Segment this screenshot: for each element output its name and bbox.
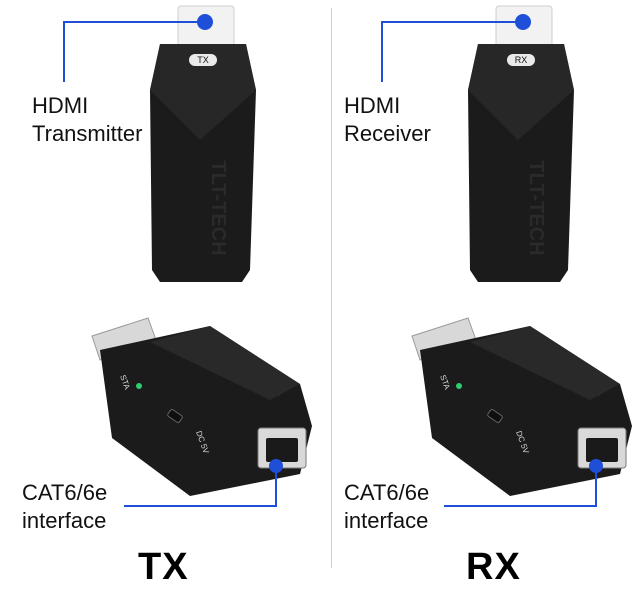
tx-callout-top-line2: Transmitter [32, 121, 143, 146]
rx-callout-bottom-line1: CAT6/6e [344, 480, 430, 505]
rx-unit-label: RX [466, 546, 521, 588]
rx-callout-top: HDMI Receiver [344, 92, 431, 148]
tx-callout-bottom-line2: interface [22, 508, 107, 533]
rx-callout-bottom-line2: interface [344, 508, 429, 533]
rx-callout-line-top [381, 21, 523, 82]
tx-callout-top: HDMI Transmitter [32, 92, 142, 148]
tx-callout-top-line1: HDMI [32, 93, 89, 118]
rx-callout-dot-bottom [589, 459, 603, 473]
rx-callout-top-line2: Receiver [344, 121, 431, 146]
tx-illustration: TX TLT-TECH TLTTECH STA DC 5V [63, 5, 312, 507]
tx-callout-dot-top [197, 14, 213, 30]
tx-micro-usb-port [167, 409, 183, 423]
rx-badge-bg [507, 54, 535, 66]
tx-callout-bottom: CAT6/6e interface [22, 479, 107, 535]
tx-unit-label: TX [138, 546, 189, 588]
tx-status-led [136, 383, 142, 389]
rx-illustration: RX TLT-TECH TLTTECH STA DC 5V [381, 5, 632, 507]
tx-badge-bg [189, 54, 217, 66]
tx-callout-dot-bottom [269, 459, 283, 473]
tx-callout-bottom-line1: CAT6/6e [22, 480, 108, 505]
tx-callout-line-top [63, 21, 205, 82]
rx-panel: RX TLT-TECH TLTTECH STA DC 5V HDMI Recei… [320, 0, 640, 592]
panel-divider [331, 8, 332, 568]
tx-brand-top: TLT-TECH [207, 160, 229, 255]
tx-badge-text: TX [197, 55, 209, 65]
tx-callout-line-bottom [124, 466, 277, 507]
rx-callout-line-bottom [444, 466, 597, 507]
rx-callout-bottom: CAT6/6e interface [344, 479, 429, 535]
rx-callout-top-line1: HDMI [344, 93, 401, 118]
rx-micro-usb-port [487, 409, 503, 423]
tx-panel: TX TLT-TECH TLTTECH STA DC 5V HDMI Trans… [22, 5, 312, 588]
rx-brand-top: TLT-TECH [525, 160, 547, 255]
rx-badge-text: RX [515, 55, 528, 65]
rx-status-led [456, 383, 462, 389]
rx-callout-dot-top [515, 14, 531, 30]
